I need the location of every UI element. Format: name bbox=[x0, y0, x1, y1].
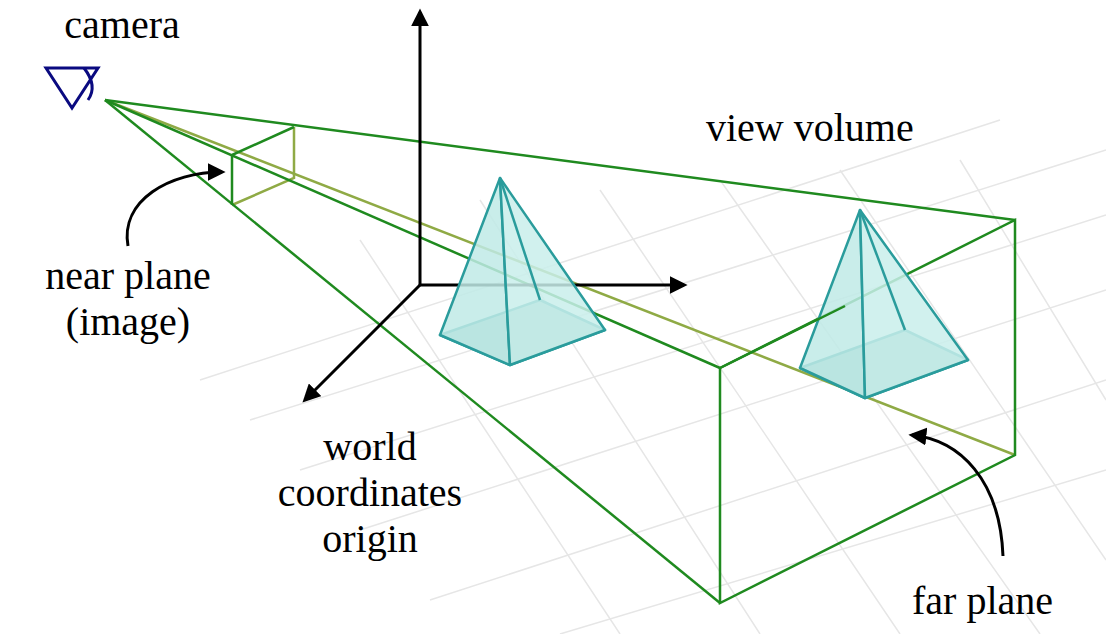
far-plane-label: far plane bbox=[912, 578, 1102, 624]
pyramid bbox=[800, 210, 968, 398]
volume-label: view volume bbox=[706, 105, 1006, 151]
world-axes bbox=[305, 12, 684, 400]
leader-arrow bbox=[127, 172, 222, 246]
near-plane-label: near plane (image) bbox=[16, 253, 241, 345]
frustum-edge bbox=[720, 306, 845, 368]
hidden-edges bbox=[105, 100, 1015, 455]
camera-label: camera bbox=[22, 2, 222, 48]
camera-symbol bbox=[46, 68, 98, 108]
pyramid bbox=[440, 178, 605, 365]
origin-label: world coordinates origin bbox=[255, 424, 485, 562]
ground-grid bbox=[200, 120, 1106, 634]
frustum-edges bbox=[105, 100, 1015, 603]
leader-arrow bbox=[912, 435, 1003, 556]
